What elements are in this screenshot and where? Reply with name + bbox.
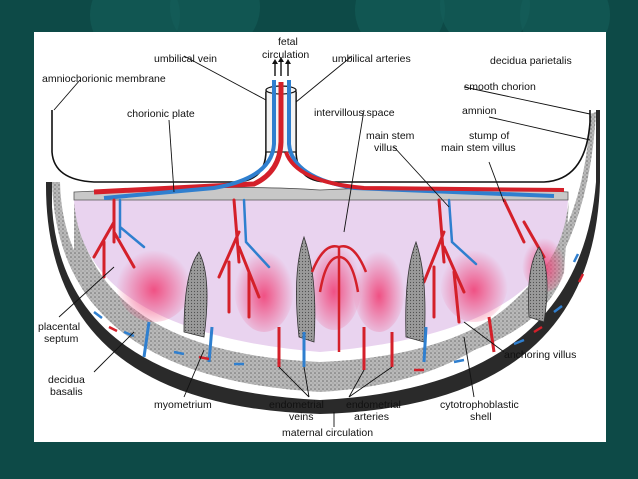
label-intervillous-space: intervillous.space [314, 107, 395, 119]
central-blood-fountain [310, 245, 368, 352]
villous-tree [92, 198, 546, 324]
decidual-vessel-fragments [93, 253, 585, 372]
label-smooth-chorion: smooth chorion [464, 81, 536, 93]
umbilical-vein-vessel [93, 82, 284, 195]
label-septum: septum [44, 333, 79, 345]
label-main-stem: main stem [366, 130, 415, 142]
maternal-blood-spurt [353, 242, 405, 332]
label-amnion: amnion [462, 105, 497, 117]
label-villus: villus [374, 142, 397, 154]
placenta-diagram: fetal circulation umbilical vein umbilic… [38, 36, 600, 439]
placental-septa [183, 235, 548, 343]
umbilical-vein-vessel [284, 151, 565, 192]
label-amniochorionic-membrane: amniochorionic membrane [42, 73, 166, 85]
fetal-circulation-arrows [274, 60, 289, 76]
label-basalis: basalis [50, 386, 83, 398]
label-arteries: arteries [354, 411, 389, 423]
label-main-stem-villus: main stem villus [441, 142, 516, 154]
label-veins: veins [289, 411, 314, 423]
amniotic-cavity [295, 92, 591, 183]
arrowhead [272, 57, 291, 64]
label-cytotrophoblastic: cytotrophoblastic [440, 399, 519, 411]
label-endometrial-arteries-1: endometrial [346, 399, 401, 411]
maternal-blood-spurt [116, 242, 192, 322]
endometrial-vessels [142, 316, 496, 370]
label-circulation: circulation [262, 49, 309, 61]
label-leader-lines [53, 55, 591, 427]
label-maternal-circulation: maternal circulation [282, 427, 373, 439]
label-endometrial-veins-1: endometrial [269, 399, 324, 411]
maternal-blood-spurt [440, 242, 508, 322]
umbilical-artery-vessel [103, 80, 276, 200]
label-umbilical-vein: umbilical vein [154, 53, 217, 65]
label-anchoring-villus: anchoring villus [504, 349, 576, 361]
label-chorionic-plate: chorionic plate [127, 108, 195, 120]
label-placental: placental [38, 321, 80, 333]
label-shell: shell [470, 411, 492, 423]
diagram-panel: fetal circulation umbilical vein umbilic… [34, 32, 606, 442]
label-stump-of: stump of [469, 130, 509, 142]
label-fetal: fetal [278, 36, 298, 48]
label-decidua: decidua [48, 374, 85, 386]
amniotic-cavity [51, 92, 267, 183]
label-umbilical-arteries: umbilical arteries [332, 53, 411, 65]
label-decidua-parietalis: decidua parietalis [490, 55, 572, 67]
label-myometrium: myometrium [154, 399, 212, 411]
